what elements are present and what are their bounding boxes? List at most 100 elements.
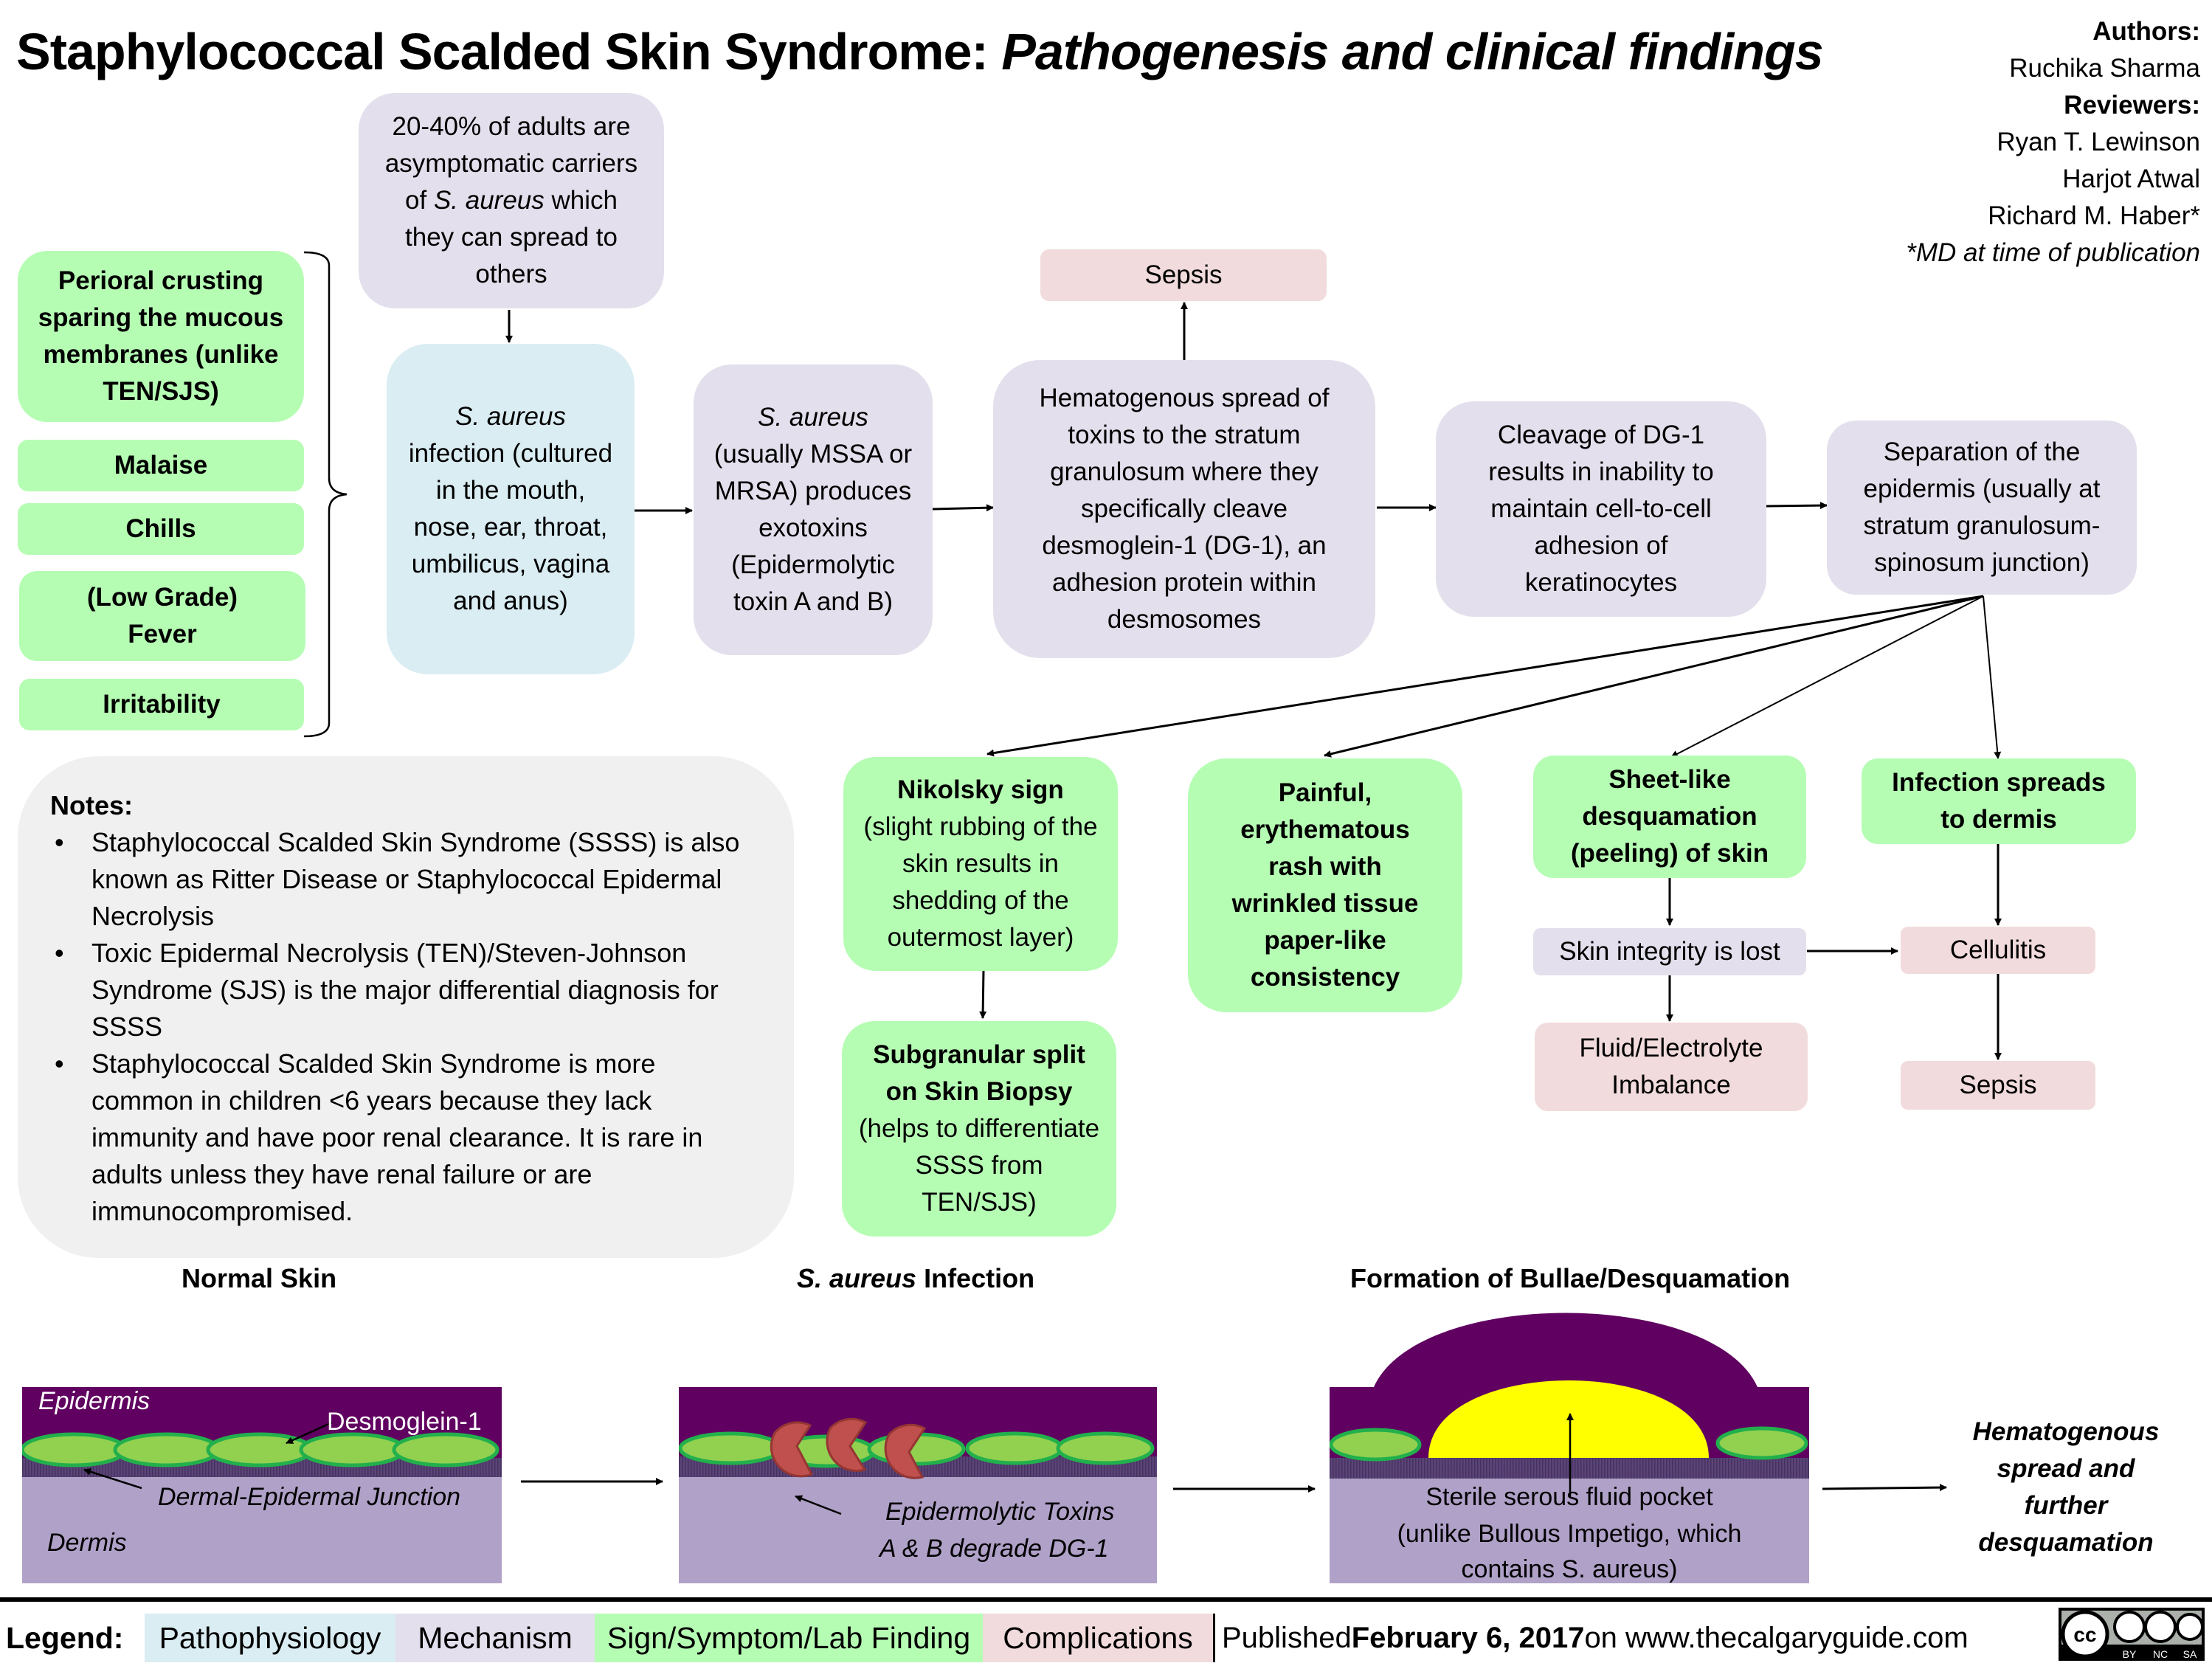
illustration-s-aureus-infection: Epidermolytic Toxins A & B degrade DG-1 <box>679 1387 1157 1583</box>
notes-item: Staphylococcal Scalded Skin Syndrome (SS… <box>55 824 764 935</box>
desmoglein-cell <box>965 1431 1064 1465</box>
outcome-hematogenous-spread: Hematogenous spread and further desquama… <box>1972 1417 2160 1557</box>
node-s-aureus-infection-text: infection (cultured in the mouth, nose, … <box>408 439 613 615</box>
desmoglein-cell <box>22 1432 128 1467</box>
label-epidermis: Epidermis <box>38 1387 150 1415</box>
node-subgranular-title: Subgranular split on Skin Biopsy <box>873 1040 1085 1106</box>
notes-item: Staphylococcal Scalded Skin Syndrome is … <box>55 1045 764 1230</box>
node-epidermal-separation: Separation of the epidermis (usually at … <box>1827 421 2137 595</box>
symptom-fever: (Low Grade) Fever <box>19 571 305 661</box>
legend-sign-symptom: Sign/Symptom/Lab Finding <box>595 1614 983 1662</box>
node-hematogenous-spread: Hematogenous spread of toxins to the str… <box>993 360 1375 658</box>
node-sepsis-bottom: Sepsis <box>1901 1061 2095 1110</box>
legend-mechanism: Mechanism <box>395 1614 595 1662</box>
reviewer-name: Richard M. Haber* <box>1988 201 2200 230</box>
node-exotoxins: S. aureus (usually MSSA or MRSA) produce… <box>694 364 933 655</box>
reviewer-name: Harjot Atwal <box>2062 165 2200 193</box>
label-toxins-line2: A & B degrade DG-1 <box>878 1535 1109 1563</box>
label-junction: Dermal-Epidermal Junction <box>158 1483 460 1511</box>
cc-license-badge[interactable]: cc BY NC SA <box>2059 1608 2205 1661</box>
node-subgranular-split: Subgranular split on Skin Biopsy (helps … <box>842 1021 1116 1237</box>
arrow-separation-to-nikolsky <box>986 595 1984 757</box>
toxin-pointer <box>795 1495 842 1515</box>
desmoglein-cell <box>1330 1428 1422 1462</box>
svg-text:SA: SA <box>2183 1648 2197 1660</box>
desmoglein-cells <box>22 1432 500 1467</box>
legend-label: Legend: <box>6 1620 124 1655</box>
label-dermis: Dermis <box>47 1529 127 1557</box>
arrow-separation-to-rash <box>1324 595 1984 758</box>
node-s-aureus-infection: S. aureus infection (cultured in the mou… <box>387 344 635 674</box>
reviewer-name: Ryan T. Lewinson <box>1997 128 2200 156</box>
toxin-icon <box>884 1423 927 1479</box>
node-cellulitis: Cellulitis <box>1901 927 2095 974</box>
node-infection-to-dermis: Infection spreads to dermis <box>1862 758 2136 844</box>
dermis-layer <box>679 1477 1157 1583</box>
illustration-bullae: Sterile serous fluid pocket (unlike Bull… <box>1330 1313 1809 1583</box>
node-skin-integrity-lost: Skin integrity is lost <box>1533 928 1806 975</box>
dermis-layer <box>22 1477 502 1583</box>
svg-text:cc: cc <box>2073 1623 2096 1646</box>
notes-panel: Notes: Staphylococcal Scalded Skin Syndr… <box>18 756 794 1258</box>
toxin-icon <box>770 1421 814 1478</box>
node-exotoxins-organism: S. aureus <box>758 403 868 432</box>
notes-item: Toxic Epidermal Necrolysis (TEN)/Steven-… <box>55 935 764 1045</box>
legend-pathophysiology: Pathophysiology <box>145 1614 395 1662</box>
node-exotoxins-text: (usually MSSA or MRSA) produces exotoxin… <box>713 440 913 616</box>
label-toxins-line1: Epidermolytic Toxins <box>885 1498 1115 1526</box>
symptoms-brace <box>303 251 348 738</box>
desmoglein-cell <box>1715 1426 1808 1460</box>
page-title: Staphylococcal Scalded Skin Syndrome: Pa… <box>16 22 1824 81</box>
desmoglein-pointer <box>286 1421 333 1445</box>
desmoglein-cell <box>113 1432 221 1467</box>
reviewers-label: Reviewers: <box>2064 91 2200 120</box>
svg-text:BY: BY <box>2123 1648 2137 1660</box>
notes-list: Staphylococcal Scalded Skin Syndrome (SS… <box>50 824 764 1230</box>
arrow-separation-to-dermis <box>1983 595 2002 759</box>
notes-heading: Notes: <box>50 790 134 820</box>
arrow-nikolsky-to-subgranular <box>979 969 987 1019</box>
caption-bullae-formation: Formation of Bullae/Desquamation <box>1350 1263 1791 1293</box>
by-icon <box>2113 1611 2146 1643</box>
node-dg1-cleavage: Cleavage of DG-1 results in inability to… <box>1436 401 1766 617</box>
legend-bar: Legend: Pathophysiology Mechanism Sign/S… <box>0 1597 2212 1663</box>
toxin-icon <box>826 1417 868 1473</box>
symptom-malaise: Malaise <box>18 440 304 491</box>
title-main: Staphylococcal Scalded Skin Syndrome: <box>16 23 989 80</box>
caption-s-aureus-infection: S. aureus Infection <box>797 1263 1035 1293</box>
label-fluid-line1: Sterile serous fluid pocket <box>1425 1483 1713 1511</box>
symptom-perioral-crusting: Perioral crusting sparing the mucous mem… <box>18 251 304 422</box>
node-sepsis-top: Sepsis <box>1040 249 1327 301</box>
credits-footnote: *MD at time of publication <box>1906 238 2200 267</box>
desmoglein-cell <box>679 1431 783 1465</box>
title-subtitle: Pathogenesis and clinical findings <box>1001 23 1823 80</box>
arrow-exotoxins-to-hematogenous <box>932 504 994 512</box>
desmoglein-cell <box>299 1432 407 1467</box>
desmoglein-cell <box>1056 1431 1155 1465</box>
node-fluid-electrolyte: Fluid/Electrolyte Imbalance <box>1535 1023 1808 1111</box>
symptom-irritability: Irritability <box>19 679 304 730</box>
cc-icon <box>2061 1610 2109 1659</box>
node-nikolsky-desc: (slight rubbing of the skin results in s… <box>863 812 1098 952</box>
arrow-cleavage-to-separation <box>1766 502 1828 510</box>
node-sheet-desquamation: Sheet-like desquamation (peeling) of ski… <box>1533 756 1806 878</box>
nc-icon <box>2144 1611 2177 1643</box>
label-fluid-line2: (unlike Bullous Impetigo, which <box>1397 1520 1742 1548</box>
desmoglein-cell <box>392 1432 500 1467</box>
junction-pointer <box>83 1467 142 1490</box>
arrow-bullae-to-outcome <box>1822 1484 1947 1492</box>
node-nikolsky-title: Nikolsky sign <box>897 775 1064 804</box>
author-name: Ruchika Sharma <box>2009 54 2200 83</box>
symptom-chills: Chills <box>18 503 304 555</box>
label-fluid-line3: contains S. aureus) <box>1462 1555 1678 1583</box>
published-info: Published February 6, 2017 on www.thecal… <box>1222 1621 1969 1654</box>
node-s-aureus-infection-organism: S. aureus <box>455 402 566 431</box>
node-nikolsky-sign: Nikolsky sign (slight rubbing of the ski… <box>843 757 1118 971</box>
illustration-normal-skin: Epidermis Desmoglein-1 Dermal-Epidermal … <box>22 1387 502 1583</box>
svg-text:NC: NC <box>2153 1648 2168 1660</box>
authors-label: Authors: <box>2092 17 2200 46</box>
node-asymptomatic-carriers: 20-40% of adults are asymptomatic carrie… <box>359 93 664 308</box>
node-painful-rash: Painful, erythematous rash with wrinkled… <box>1188 758 1462 1012</box>
credits: Authors: Ruchika Sharma Reviewers: Ryan … <box>1906 13 2200 272</box>
